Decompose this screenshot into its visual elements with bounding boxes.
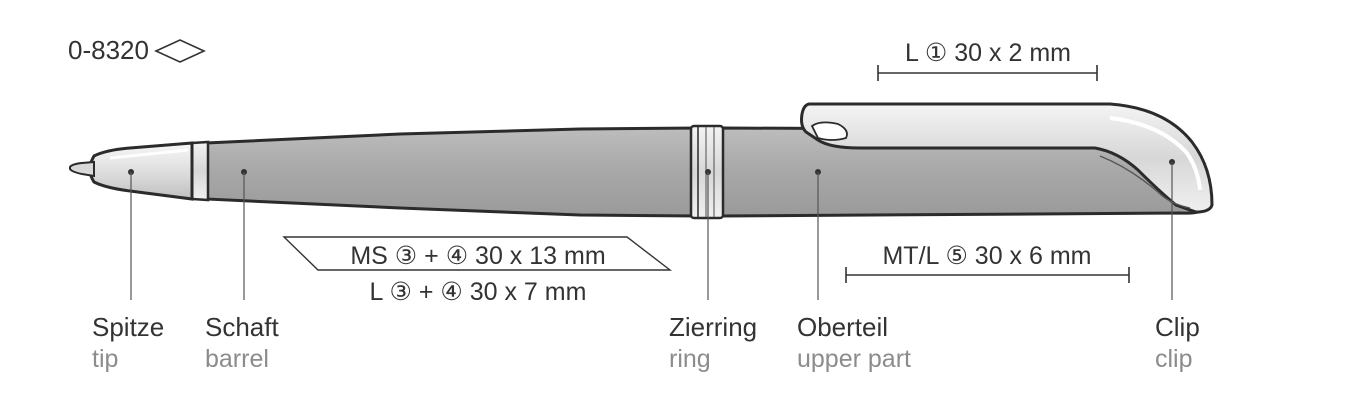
part-label-tip: Spitze tip — [92, 312, 164, 373]
barrel-print-area-tab — [282, 236, 673, 271]
diamond-outline-icon — [154, 39, 206, 63]
part-label-tip-de: Spitze — [92, 312, 164, 342]
upper-part-dimension-line — [845, 267, 1130, 283]
pen-barrel — [204, 126, 700, 218]
part-label-ring: Zierring ring — [669, 312, 757, 373]
pen — [69, 102, 1214, 220]
clip-print-area-label: L ① 30 x 2 mm — [905, 39, 1071, 67]
part-label-upper-part: Oberteil upper part — [797, 312, 911, 373]
barrel-print-area-ms: MS ③ + ④ 30 x 13 mm — [350, 242, 605, 270]
part-label-ring-en: ring — [669, 345, 711, 373]
upper-part-print-area-label: MT/L ⑤ 30 x 6 mm — [882, 242, 1091, 270]
part-label-upper-part-en: upper part — [797, 345, 911, 373]
part-label-barrel-de: Schaft — [205, 312, 279, 342]
clip-dimension-line — [877, 65, 1098, 81]
part-label-barrel-en: barrel — [205, 345, 269, 373]
part-label-ring-de: Zierring — [669, 312, 757, 342]
barrel-print-area-l: L ③ + ④ 30 x 7 mm — [370, 278, 587, 306]
article-number: 0-8320 — [68, 35, 149, 65]
part-label-barrel: Schaft barrel — [205, 312, 279, 373]
part-label-clip: Clip clip — [1155, 312, 1200, 373]
part-label-tip-en: tip — [92, 345, 118, 373]
part-label-upper-part-de: Oberteil — [797, 312, 888, 342]
part-label-clip-de: Clip — [1155, 312, 1200, 342]
pen-tip-collar — [190, 140, 210, 202]
pen-clip — [800, 102, 1214, 214]
part-label-clip-en: clip — [1155, 345, 1193, 373]
